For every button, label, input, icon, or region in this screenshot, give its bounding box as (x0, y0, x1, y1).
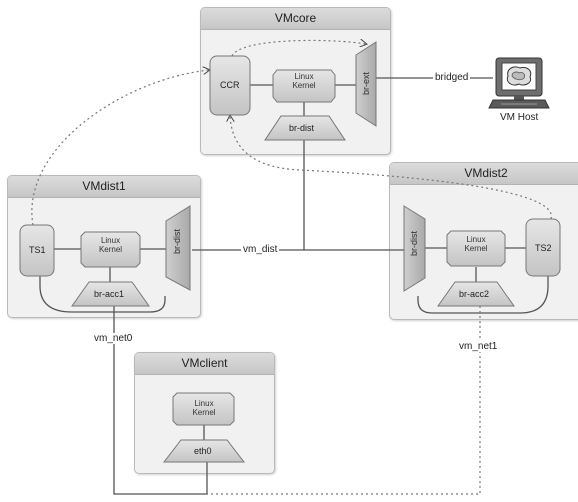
ccr-label: CCR (220, 80, 240, 90)
dist2-kernel-text: Linux Kernel (464, 235, 488, 253)
eth0-label: eth0 (194, 446, 212, 456)
br-acc1-label: br-acc1 (94, 289, 125, 299)
br-acc2-node (437, 281, 515, 307)
ts2-ccr-control-link (230, 116, 552, 220)
ts1-bracc1-link (39, 276, 166, 313)
dist2-br-dist-label: br-dist (409, 231, 419, 257)
client-kernel-text: Linux Kernel (192, 399, 216, 417)
ts2-label: TS2 (535, 243, 552, 253)
core-kernel-label: Linux Kernel (279, 72, 329, 90)
computer-monitor-icon (488, 57, 550, 109)
bridged-label: bridged (433, 72, 471, 83)
dist1-kernel-label: Linux Kernel (85, 236, 136, 254)
dist1-kernel-text: Linux Kernel (98, 236, 123, 254)
vm-host-label: VM Host (500, 112, 539, 123)
br-ext-node (355, 41, 377, 127)
dist2-kernel-node (446, 230, 506, 267)
vm-net1-label: vm_net1 (457, 341, 500, 352)
dist2-kernel-label: Linux Kernel (451, 235, 501, 253)
vm-dist1-title: VMdist1 (8, 176, 200, 198)
vm-dist2-title: VMdist2 (390, 163, 578, 185)
vm-net0-label: vm_net0 (92, 333, 135, 344)
dist2-br-dist-node (403, 205, 426, 292)
ts2-bracc2-link (417, 276, 549, 314)
core-kernel-text: Linux Kernel (292, 72, 316, 90)
br-ext-label: br-ext (361, 72, 371, 96)
ts1-node (19, 224, 55, 277)
ts2-node (525, 218, 561, 277)
ccr-brext-control-link (231, 40, 366, 57)
client-kernel-node (172, 392, 235, 426)
dist1-br-dist-node (165, 205, 191, 291)
vm-net1-link (207, 296, 481, 495)
dist1-kernel-node (80, 231, 141, 268)
vm-net0-link (113, 296, 208, 495)
core-kernel-node (272, 69, 336, 103)
br-acc2-label: br-acc2 (459, 289, 490, 299)
core-br-dist-node (264, 115, 346, 141)
vm-core-title: VMcore (201, 8, 390, 30)
vm-client-title: VMclient (135, 353, 274, 375)
br-acc1-node (71, 281, 150, 307)
client-kernel-label: Linux Kernel (178, 399, 230, 417)
vm-dist-label: vm_dist (241, 244, 280, 255)
dist1-br-dist-label: br-dist (172, 229, 182, 255)
core-br-dist-label: br-dist (289, 123, 315, 133)
ts1-label: TS1 (29, 245, 46, 255)
eth0-node (162, 439, 246, 463)
